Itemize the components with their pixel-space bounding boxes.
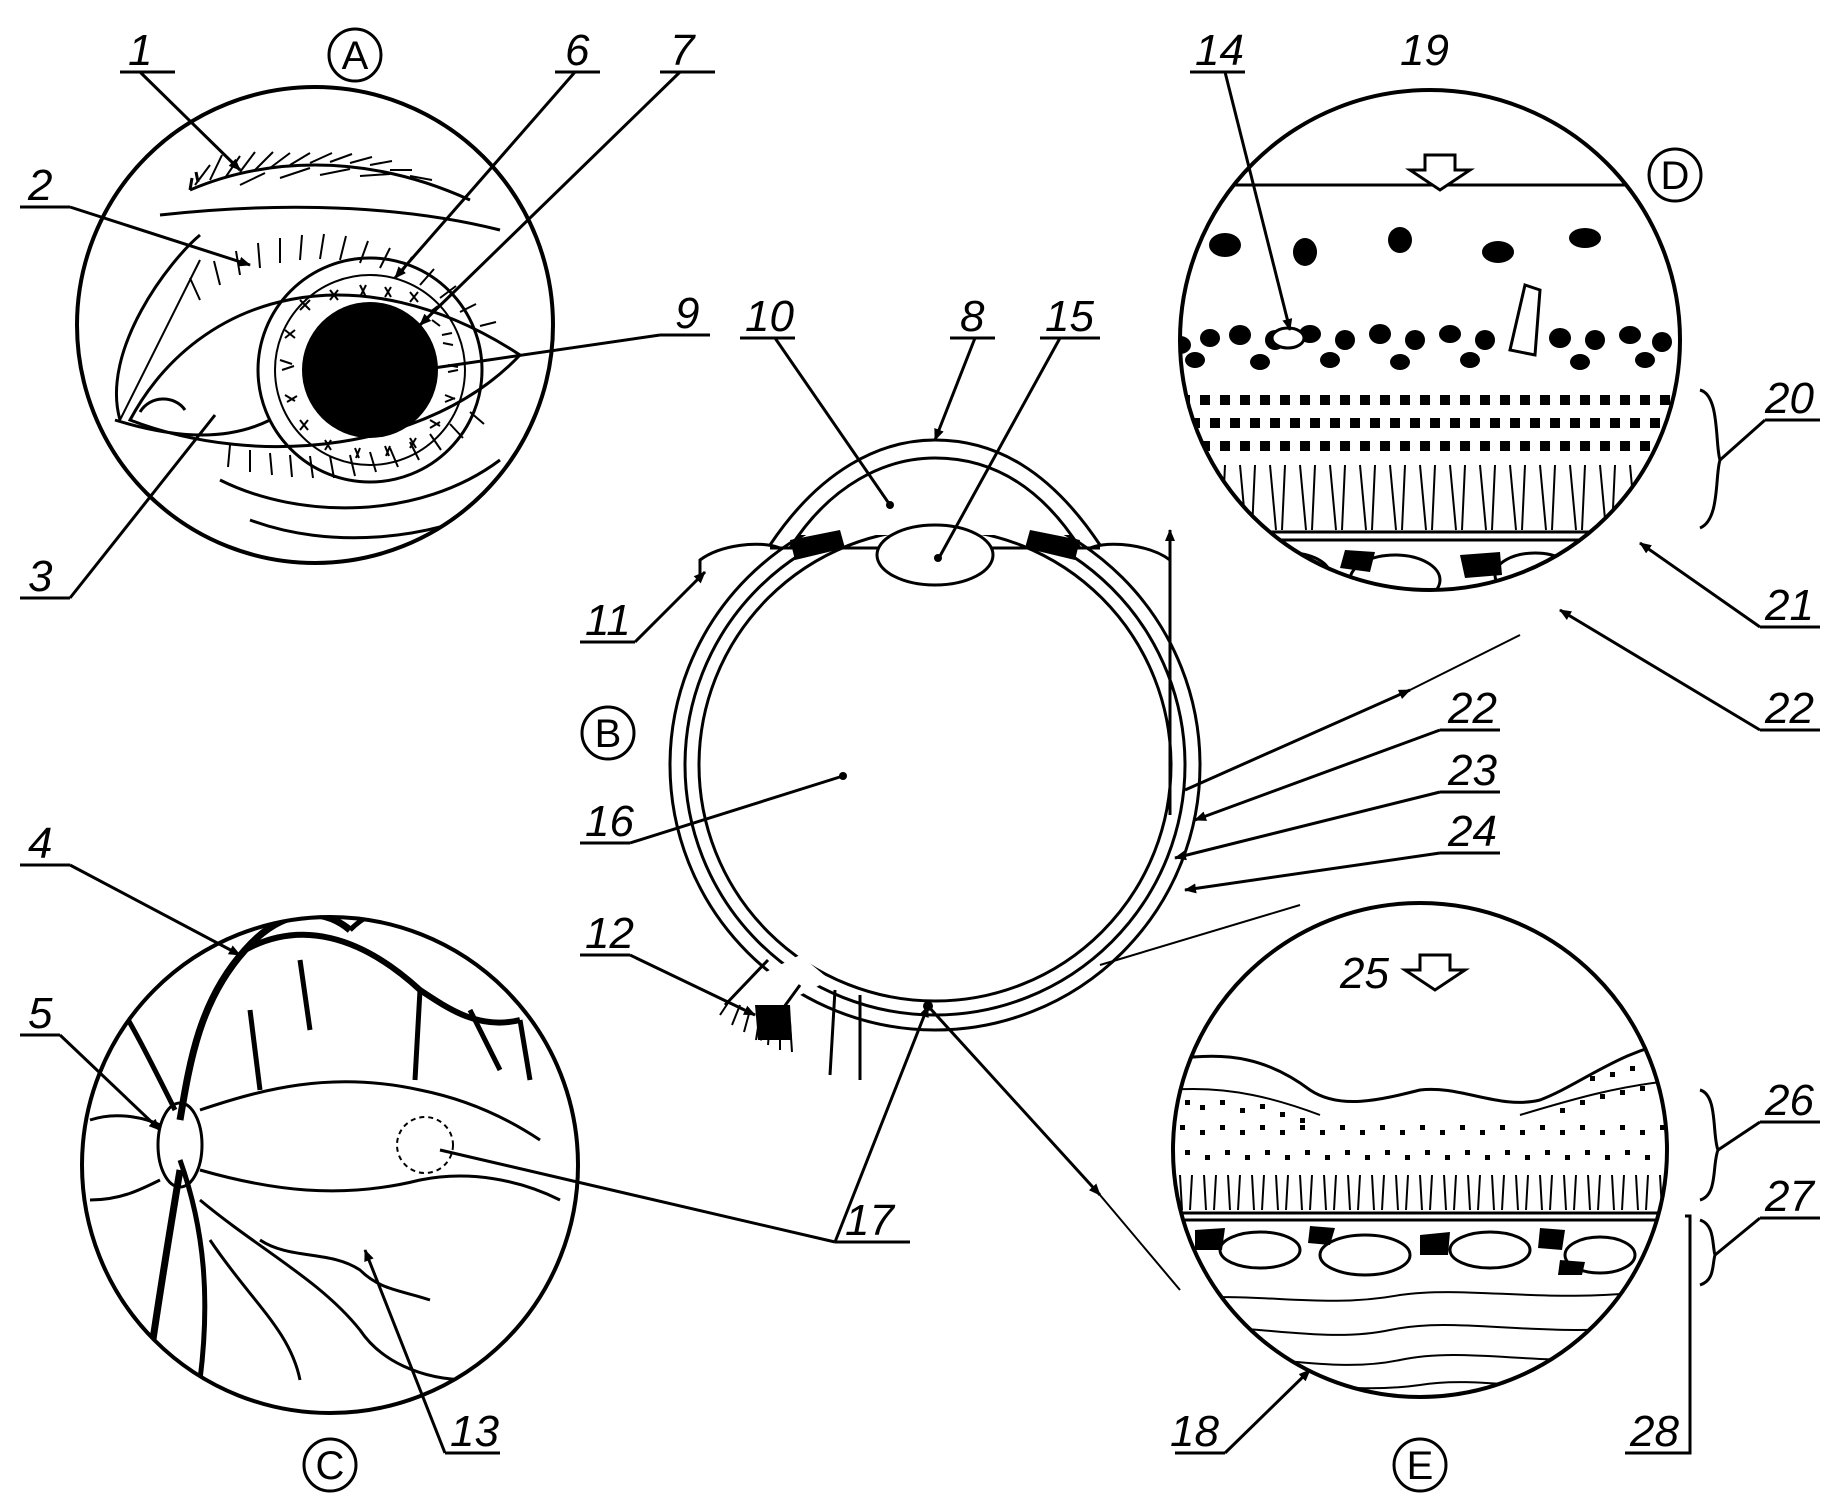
label-26: 26	[1764, 1076, 1814, 1125]
foveal-cell-layer	[1180, 1060, 1667, 1160]
eyelid-conjunctiva-left	[698, 542, 781, 575]
label-22-upper: 22	[1447, 684, 1497, 733]
retina-layer	[697, 527, 1173, 1003]
panel-b-letter: B	[595, 712, 622, 756]
panel-e-letter: E	[1407, 1444, 1434, 1488]
label-9: 9	[675, 289, 699, 338]
inner-nuclear-layer	[1180, 283, 1672, 370]
cornea-inner	[788, 456, 1082, 549]
panel-b-eyeball-section: B	[580, 438, 1202, 1080]
label-25: 25	[1339, 949, 1389, 998]
panel-a-circle	[75, 85, 555, 565]
light-direction-arrow-e	[1400, 953, 1470, 992]
iris-inner	[274, 274, 466, 466]
ciliary-body-right	[1025, 530, 1080, 560]
panel-a-letter: A	[342, 34, 369, 78]
panel-d-retina-layers: D	[1178, 88, 1703, 592]
label-19: 19	[1400, 26, 1449, 75]
panel-d-letter: D	[1661, 154, 1690, 198]
outer-nuclear-layer	[1180, 395, 1680, 451]
label-5: 5	[28, 989, 53, 1038]
label-21: 21	[1764, 581, 1814, 630]
label-4: 4	[28, 819, 52, 868]
leader-lines	[20, 70, 1820, 1455]
label-22-lower: 22	[1764, 684, 1814, 733]
label-2: 2	[27, 161, 52, 210]
eyebrow	[188, 151, 471, 202]
label-14: 14	[1195, 26, 1244, 75]
label-18: 18	[1170, 1407, 1219, 1456]
label-24: 24	[1447, 807, 1497, 856]
label-16: 16	[585, 797, 634, 846]
pigment-epithelium	[1230, 548, 1640, 590]
pupil	[302, 302, 438, 438]
nasal-contour	[114, 233, 201, 421]
ciliary-body-left	[790, 530, 845, 560]
foveal-pit-surface	[1173, 1038, 1667, 1104]
artery-inferior	[146, 1169, 184, 1361]
label-23: 23	[1447, 746, 1497, 795]
label-27: 27	[1764, 1172, 1815, 1221]
label-3: 3	[28, 552, 53, 601]
panel-d-badge	[1647, 147, 1703, 203]
lower-lid-crease	[219, 458, 501, 510]
artery-superior	[176, 917, 353, 1121]
label-10: 10	[745, 292, 794, 341]
panel-e-badge	[1392, 1437, 1448, 1493]
label-6: 6	[565, 26, 590, 75]
iris-outer	[256, 256, 484, 484]
macula	[396, 1116, 454, 1174]
label-7: 7	[670, 26, 696, 75]
sclera-outer	[668, 498, 1202, 1032]
panel-c-letter: C	[316, 1444, 345, 1488]
choroid-layer	[683, 513, 1187, 1017]
panel-a-external-eye: A	[75, 27, 555, 565]
number-labels: 1 2 3 4 5 6 7 8 9 10 11 12 13 14 15 16 1…	[27, 26, 1815, 1456]
label-11: 11	[585, 596, 631, 645]
label-1: 1	[128, 26, 152, 75]
label-12: 12	[585, 909, 634, 958]
label-13: 13	[450, 1407, 499, 1456]
label-8: 8	[960, 292, 985, 341]
panel-b-badge	[580, 705, 636, 761]
lens	[875, 523, 995, 587]
label-28: 28	[1629, 1407, 1679, 1456]
upper-lid-crease	[159, 205, 501, 232]
panel-a-badge	[327, 27, 383, 83]
label-17: 17	[845, 1196, 895, 1245]
panel-e-fovea-layers: E	[1171, 901, 1669, 1493]
panel-c-badge	[302, 1437, 358, 1493]
label-20: 20	[1764, 374, 1814, 423]
light-direction-arrow-d	[1405, 153, 1475, 192]
caruncle	[138, 397, 187, 413]
inner-corner	[114, 418, 271, 437]
label-15: 15	[1045, 292, 1094, 341]
panel-c-fundus: C	[80, 915, 580, 1493]
